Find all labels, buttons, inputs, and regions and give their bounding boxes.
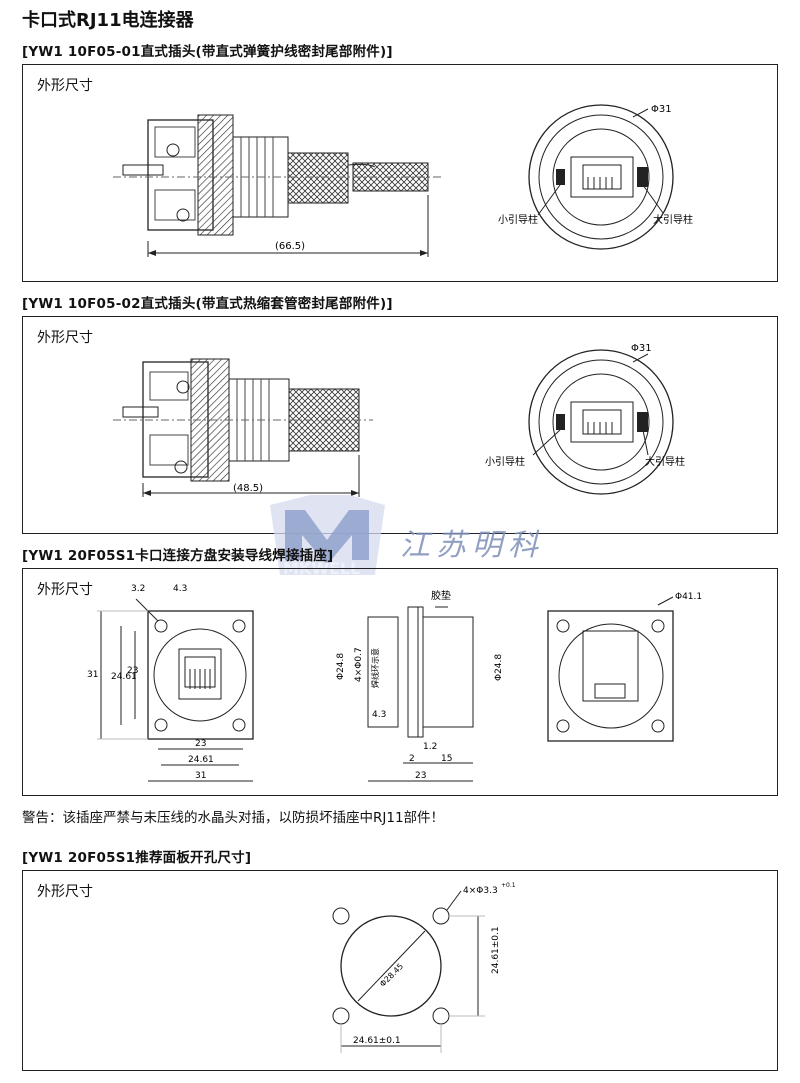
receptacle-back-view: Φ41.1 bbox=[547, 592, 702, 742]
warning-note: 警告：该插座严禁与未压线的水晶头对插，以防损坏插座中RJ11部件！ bbox=[22, 810, 445, 826]
ring-mark-label: 焊线环示意 bbox=[370, 648, 380, 688]
length-label: (48.5) bbox=[233, 483, 263, 494]
dia-41-1: Φ41.1 bbox=[675, 592, 702, 602]
receptacle-side-view: 胶垫 Φ24.8 4×Φ0.7 焊线环示意 Φ24.8 4.3 1.2 2 15… bbox=[336, 589, 504, 782]
large-pin-label: 大引导柱 bbox=[645, 455, 685, 468]
small-pin-label: 小引导柱 bbox=[498, 213, 538, 226]
box-label: 外形尺寸 bbox=[37, 330, 93, 346]
drawing-box-4: 外形尺寸 Φ28.45 4×Φ3.3 +0.1 24.61±0.1 24.61±… bbox=[22, 870, 778, 1071]
dim-31-horizontal: 31 bbox=[195, 771, 206, 781]
large-pin-label: 大引导柱 bbox=[653, 213, 693, 226]
drawing-box-1: 外形尺寸 bbox=[22, 64, 778, 282]
diameter-label: Φ31 bbox=[631, 343, 652, 354]
dim-4-3: 4.3 bbox=[173, 584, 187, 594]
gasket-label: 胶垫 bbox=[431, 589, 451, 602]
dim-2: 2 bbox=[409, 754, 415, 764]
box-label: 外形尺寸 bbox=[37, 78, 93, 94]
section-heading-2: [YW1 10F05-02直式插头(带直式热缩套管密封尾部附件)] bbox=[22, 296, 393, 312]
section-heading-4: [YW1 20F05S1推荐面板开孔尺寸] bbox=[22, 850, 252, 866]
dim-4-3-side: 4.3 bbox=[372, 710, 386, 720]
diameter-label: Φ31 bbox=[651, 104, 672, 115]
section-heading-1: [YW1 10F05-01直式插头(带直式弹簧护线密封尾部附件)] bbox=[22, 44, 393, 60]
dia-24-8-left: Φ24.8 bbox=[336, 653, 346, 680]
dim-24-61-vertical: 24.61 bbox=[111, 672, 137, 682]
plug-front-view-2: Φ31 小引导柱 大引导柱 bbox=[485, 343, 685, 495]
drawing-box-2: 外形尺寸 (48.5) bbox=[22, 316, 778, 534]
plug-front-view-1: Φ31 小引导柱 大引导柱 bbox=[498, 104, 693, 250]
dim-23-side: 23 bbox=[415, 771, 426, 781]
holes-label: 4×Φ3.3 bbox=[463, 886, 498, 896]
panel-cutout-drawing: Φ28.45 4×Φ3.3 +0.1 24.61±0.1 24.61±0.1 bbox=[332, 882, 516, 1053]
dim-23-vertical: 23 bbox=[127, 666, 138, 676]
dim-24-61-horizontal: 24.61 bbox=[188, 755, 214, 765]
page-title: 卡口式RJ11电连接器 bbox=[22, 10, 194, 31]
small-pin-label: 小引导柱 bbox=[485, 455, 525, 468]
side-dimension: 24.61±0.1 bbox=[491, 926, 501, 974]
receptacle-drawing: 3.2 4.3 31 24.61 23 23 24.61 31 胶垫 Φ24.8 bbox=[87, 584, 702, 782]
bottom-dimension: 24.61±0.1 bbox=[353, 1036, 401, 1046]
length-label: (66.5) bbox=[275, 241, 305, 252]
box-label: 外形尺寸 bbox=[37, 884, 93, 900]
watermark-text: 江苏明科 bbox=[400, 528, 544, 563]
dia-24-8-right: Φ24.8 bbox=[494, 654, 504, 681]
plug-side-view-1: (66.5) bbox=[113, 114, 443, 257]
section-heading-3: [YW1 20F05S1卡口连接方盘安装导线焊接插座] bbox=[22, 548, 334, 564]
dim-1-2: 1.2 bbox=[423, 742, 437, 752]
drawing-box-3: 外形尺寸 3.2 4.3 31 24.61 23 bbox=[22, 568, 778, 796]
holes-tolerance: +0.1 bbox=[501, 882, 516, 889]
dim-15: 15 bbox=[441, 754, 452, 764]
plug-drawing-2: (48.5) Φ31 小引导柱 大引导柱 bbox=[113, 343, 685, 497]
dim-31-vertical: 31 bbox=[87, 670, 98, 680]
plug-side-view-2: (48.5) bbox=[113, 358, 373, 497]
holes-label: 4×Φ0.7 bbox=[354, 647, 364, 682]
box-label: 外形尺寸 bbox=[37, 582, 93, 598]
receptacle-front-view: 3.2 4.3 31 24.61 23 23 24.61 31 bbox=[87, 584, 254, 782]
plug-drawing-1: (66.5) Φ31 小引导柱 大引导柱 bbox=[113, 104, 693, 257]
dim-3-2: 3.2 bbox=[131, 584, 145, 594]
dim-23-horizontal: 23 bbox=[195, 739, 206, 749]
